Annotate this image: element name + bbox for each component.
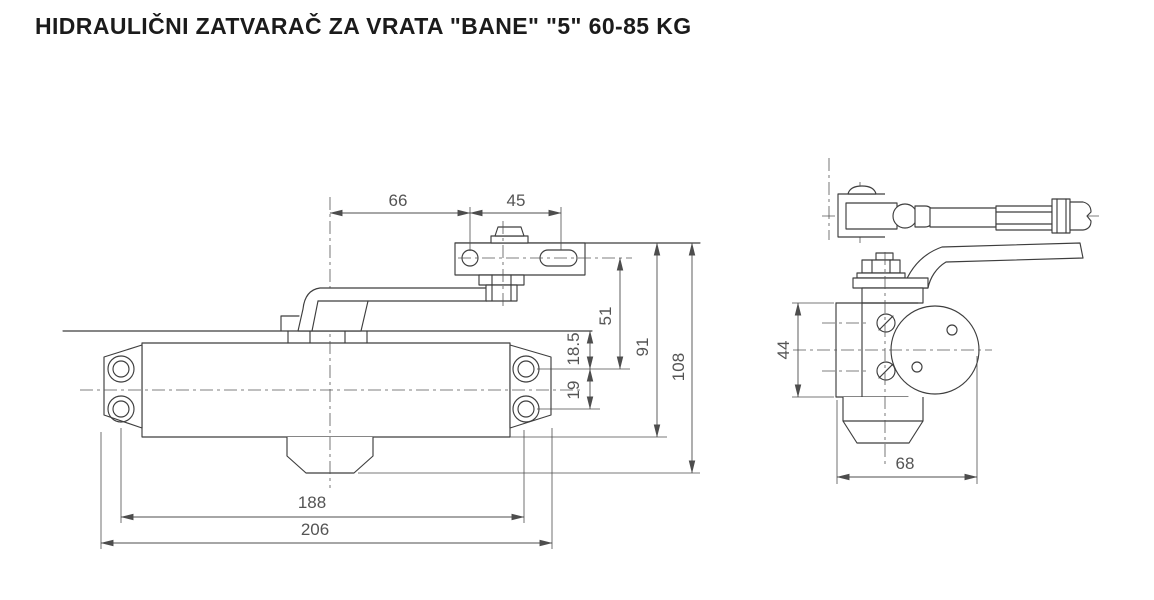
arm-top-assembly <box>822 158 1100 244</box>
bracket-plate <box>454 242 586 276</box>
dim-label-108: 108 <box>669 353 688 381</box>
left-view-dimensions: 66 45 51 18.5 19 91 108 188 206 <box>100 191 700 549</box>
spindle-nut <box>861 259 901 274</box>
right-view-dimensions: 44 68 <box>774 302 978 484</box>
flange-screw <box>876 361 896 381</box>
dim-label-51: 51 <box>596 307 615 326</box>
body-end-view <box>793 252 992 468</box>
dim-label-45: 45 <box>507 191 526 210</box>
curved-arm <box>852 242 1084 304</box>
right-ear <box>509 344 552 429</box>
arm-pivot <box>892 203 918 229</box>
dim-label-68: 68 <box>896 454 915 473</box>
spindle-tip <box>875 252 894 261</box>
screw-heads <box>107 355 540 423</box>
cap-hole <box>911 361 923 373</box>
right-view: 44 68 <box>774 158 1100 484</box>
cap-hole <box>946 324 958 336</box>
mounting-bracket <box>454 221 701 307</box>
bracket-knob <box>494 226 525 237</box>
flange-screw <box>876 313 896 333</box>
dim-label-206: 206 <box>301 520 329 539</box>
dim-label-91: 91 <box>633 338 652 357</box>
arm-shoe-step <box>280 315 300 332</box>
dim-label-19: 19 <box>564 381 583 400</box>
rod-end <box>1069 201 1092 231</box>
dim-label-44: 44 <box>774 341 793 360</box>
threaded-rod <box>995 205 1053 231</box>
valve-boss-end <box>842 397 924 444</box>
adjust-nut <box>1051 198 1071 234</box>
closer-body <box>80 197 580 488</box>
main-arm <box>280 287 488 332</box>
dim-label-66: 66 <box>389 191 408 210</box>
dim-label-18-5: 18.5 <box>564 332 583 365</box>
pinion-collar <box>287 330 368 344</box>
shoe-knob <box>847 185 877 195</box>
drawing-title: HIDRAULIČNI ZATVARAČ ZA VRATA "BANE" "5"… <box>35 13 692 39</box>
arm-link <box>929 207 997 228</box>
left-view: 66 45 51 18.5 19 91 108 188 206 <box>62 191 701 549</box>
dim-label-188: 188 <box>298 493 326 512</box>
